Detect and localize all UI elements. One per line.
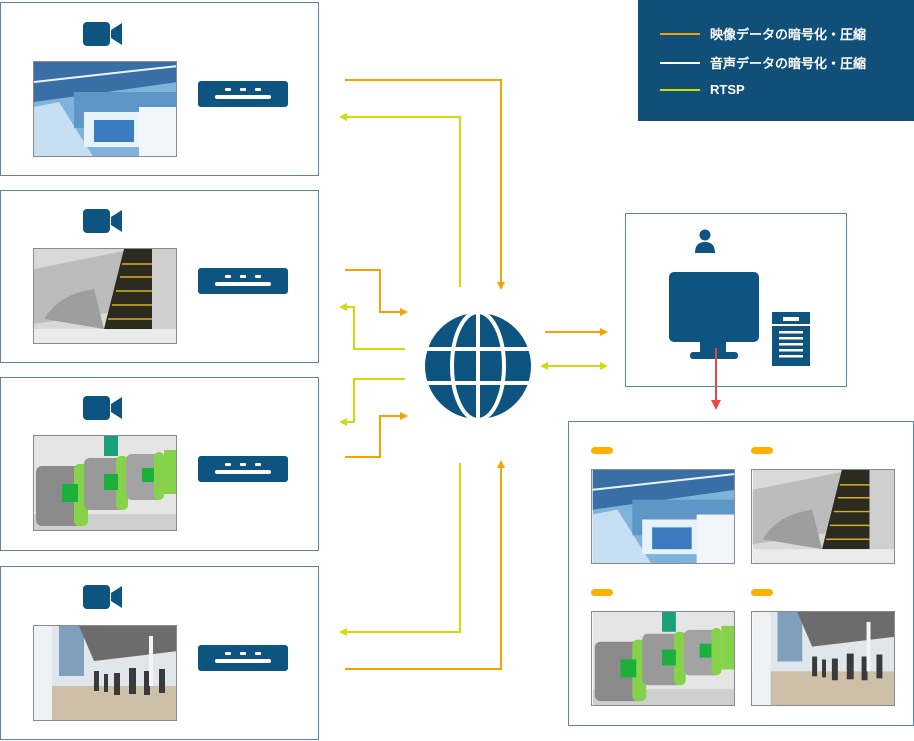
monitor-tile-subway-platform [591,469,735,564]
video-camera-icon [83,585,122,609]
encoder-device-icon [198,456,288,482]
viewer-station [625,213,847,387]
legend-label-rtsp: RTSP [710,82,745,97]
legend-line-rtsp [660,88,700,91]
camera-tag [751,589,773,596]
camera-photo-station-concourse [33,625,177,721]
camera-site-3 [0,377,319,551]
legend-panel: 映像データの暗号化・圧縮 音声データの暗号化・圧縮 RTSP [638,0,914,121]
video-camera-icon [83,209,122,233]
video-stream-arrow-1 [345,79,505,290]
rtsp-arrow-4 [339,463,461,636]
document-icon [772,312,810,366]
monitor-tile-escalator [751,469,895,564]
rtsp-arrow-2 [339,303,405,350]
camera-photo-subway-platform [33,61,177,157]
encoder-device-icon [198,81,288,107]
camera-photo-ticket-gates [33,435,177,531]
video-camera-icon [83,396,122,420]
video-stream-arrow-2 [345,269,408,316]
video-stream-arrow-3 [345,412,408,458]
legend-label-audio: 音声データの暗号化・圧縮 [710,56,867,71]
camera-site-2 [0,190,319,363]
monitor-tile-ticket-gates [591,611,735,706]
legend-item-rtsp: RTSP [660,82,745,97]
legend-line-audio [660,61,700,64]
rtsp-arrow-1 [339,113,461,287]
camera-photo-escalator [33,248,177,344]
camera-site-4 [0,566,319,740]
monitor-grid-panel [568,421,914,726]
monitor-icon [669,272,759,359]
legend-item-audio: 音声データの暗号化・圧縮 [660,53,866,72]
video-stream-arrow-4 [345,460,505,670]
user-icon [695,229,715,253]
legend-line-video [660,32,700,35]
camera-tag [751,447,773,454]
camera-site-1 [0,2,319,176]
legend-label-video: 映像データの暗号化・圧縮 [710,27,867,42]
legend-item-video: 映像データの暗号化・圧縮 [660,24,866,43]
monitor-tile-station-concourse [751,611,895,706]
camera-tag [591,447,613,454]
encoder-device-icon [198,268,288,294]
encoder-device-icon [198,645,288,671]
rtsp-arrow-3 [339,378,405,426]
video-camera-icon [83,22,122,46]
globe-icon [424,310,532,422]
camera-tag [591,589,613,596]
